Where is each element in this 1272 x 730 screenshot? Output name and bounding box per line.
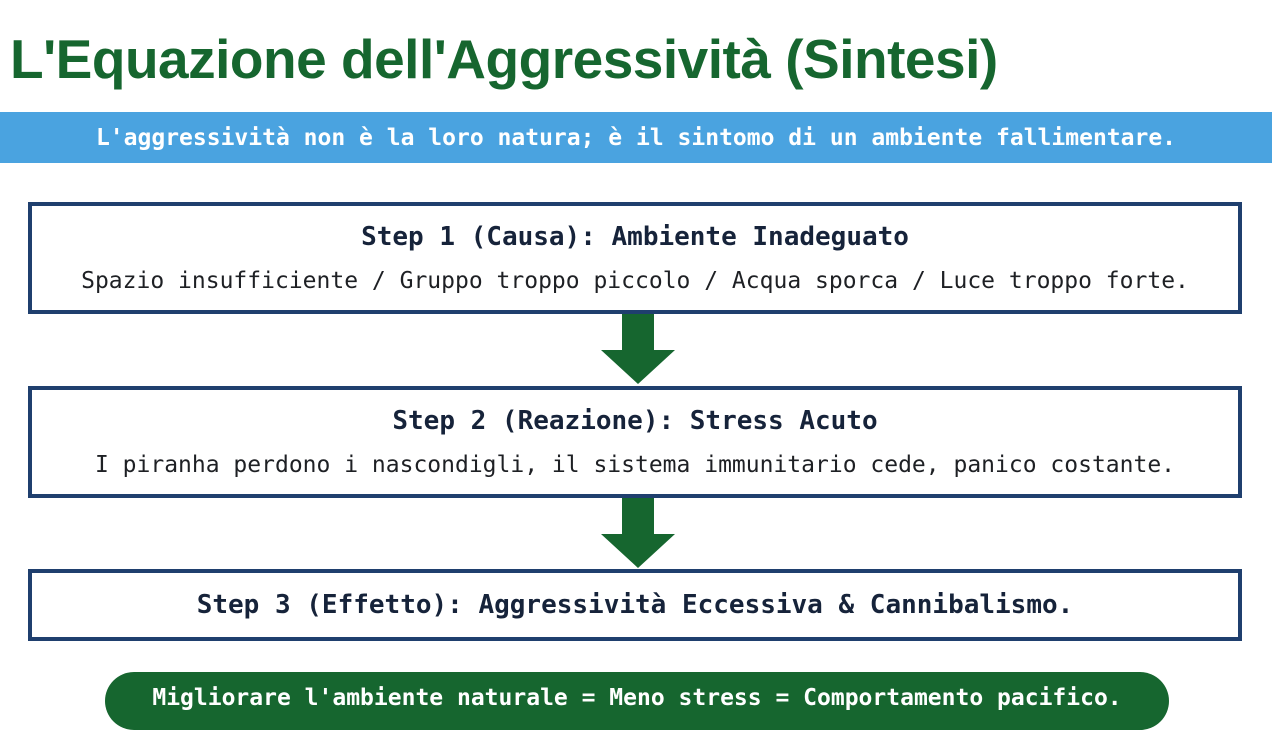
step-1-description: Spazio insufficiente / Gruppo troppo pic… [81,268,1189,294]
step-2-description: I piranha perdono i nascondigli, il sist… [94,452,1176,478]
subtitle-banner: L'aggressività non è la loro natura; è i… [0,112,1272,163]
subtitle-text: L'aggressività non è la loro natura; è i… [95,124,1177,151]
step-1-box: Step 1 (Causa): Ambiente Inadeguato Spaz… [28,202,1242,314]
conclusion-pill: Migliorare l'ambiente naturale = Meno st… [105,672,1169,730]
page-title: L'Equazione dell'Aggressività (Sintesi) [10,28,998,90]
step-2-box: Step 2 (Reazione): Stress Acuto I piranh… [28,386,1242,498]
step-1-title: Step 1 (Causa): Ambiente Inadeguato [361,222,909,252]
conclusion-text: Migliorare l'ambiente naturale = Meno st… [152,685,1122,711]
down-arrow-icon [601,314,675,384]
down-arrow-icon [601,498,675,568]
step-3-box: Step 3 (Effetto): Aggressività Eccessiva… [28,569,1242,641]
step-3-title: Step 3 (Effetto): Aggressività Eccessiva… [196,590,1074,620]
step-2-title: Step 2 (Reazione): Stress Acuto [392,406,878,436]
